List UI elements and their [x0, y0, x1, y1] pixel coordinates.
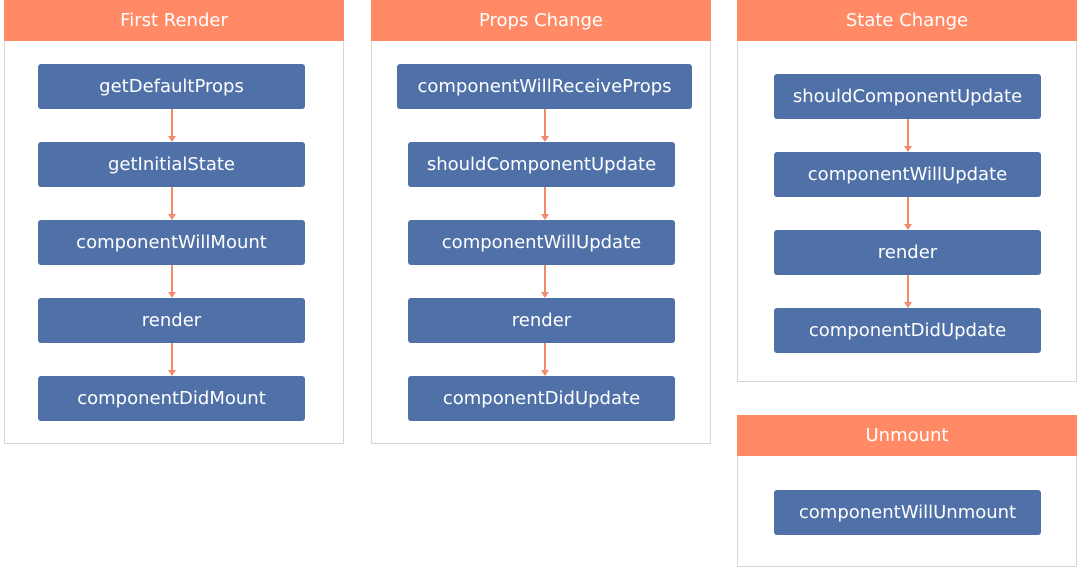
step-component-did-update: componentDidUpdate: [774, 308, 1041, 353]
step-render: render: [408, 298, 675, 343]
panel-first-render: First Render getDefaultProps getInitialS…: [4, 0, 344, 444]
step-get-initial-state: getInitialState: [38, 142, 305, 187]
panel-title: Props Change: [371, 0, 711, 41]
flow-arrow: [540, 265, 550, 298]
panel-props-change: Props Change componentWillReceiveProps s…: [371, 0, 711, 444]
panel-title: First Render: [4, 0, 344, 41]
step-component-will-update: componentWillUpdate: [408, 220, 675, 265]
panel-title: State Change: [737, 0, 1077, 41]
flow-arrow: [540, 343, 550, 376]
step-component-will-update: componentWillUpdate: [774, 152, 1041, 197]
flow-arrow: [540, 187, 550, 220]
step-component-will-receive-props: componentWillReceiveProps: [397, 64, 692, 109]
flow-arrow: [167, 187, 177, 220]
step-component-did-update: componentDidUpdate: [408, 376, 675, 421]
step-render: render: [38, 298, 305, 343]
step-should-component-update: shouldComponentUpdate: [774, 74, 1041, 119]
flow-arrow: [903, 119, 913, 152]
flow-arrow: [167, 109, 177, 142]
step-render: render: [774, 230, 1041, 275]
panel-title: Unmount: [737, 415, 1077, 456]
step-should-component-update: shouldComponentUpdate: [408, 142, 675, 187]
flow-arrow: [167, 343, 177, 376]
step-component-did-mount: componentDidMount: [38, 376, 305, 421]
step-component-will-mount: componentWillMount: [38, 220, 305, 265]
flow-arrow: [903, 197, 913, 230]
step-get-default-props: getDefaultProps: [38, 64, 305, 109]
flow-arrow: [540, 109, 550, 142]
flow-arrow: [167, 265, 177, 298]
panel-unmount: Unmount componentWillUnmount: [737, 415, 1077, 567]
panel-state-change: State Change shouldComponentUpdate compo…: [737, 0, 1077, 382]
flow-arrow: [903, 275, 913, 308]
step-component-will-unmount: componentWillUnmount: [774, 490, 1041, 535]
